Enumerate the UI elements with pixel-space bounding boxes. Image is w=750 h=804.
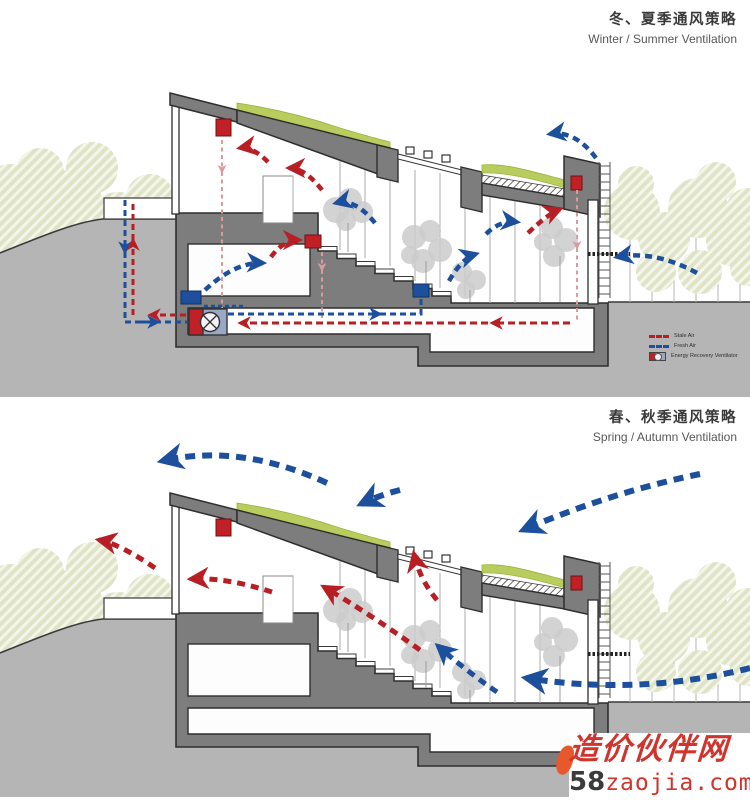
- stale-air-label: Stale Air: [674, 333, 695, 339]
- trees-outside-right: [604, 162, 750, 302]
- facade-ladder: [598, 562, 611, 698]
- roof-cantilever: [169, 92, 238, 123]
- title-zh-spring-autumn: 春、秋季通风策略: [609, 410, 737, 426]
- stale-air-arrows: [236, 135, 564, 259]
- stair-treads: [317, 239, 452, 299]
- roof-vent-box-right: [570, 175, 583, 191]
- underground-ducts: [118, 200, 570, 330]
- panel-winter-summer: [0, 92, 750, 397]
- cross-ventilation-fresh-arrows: [156, 442, 750, 695]
- title-en-winter-summer: Winter / Summer Ventilation: [588, 32, 737, 46]
- watermark-domain: 58zaojia.com: [569, 768, 750, 800]
- watermark: 造价伙伴网 58zaojia.com: [554, 732, 750, 802]
- legend-row-stale: Stale Air: [649, 331, 738, 341]
- trees-outside-right: [604, 562, 750, 702]
- building-section: [0, 92, 750, 397]
- left-wall: [171, 503, 180, 615]
- stair-supply-box: [412, 283, 430, 298]
- stair-treads: [317, 639, 452, 699]
- panel-spring-autumn: [0, 492, 750, 797]
- door-frame: [262, 575, 294, 624]
- door-frame: [262, 175, 294, 224]
- slab-exhaust-box: [304, 234, 322, 249]
- legend: Stale Air Fresh Air Energy Recovery Vent…: [649, 331, 738, 361]
- retaining-platform: [103, 197, 178, 220]
- retaining-platform: [103, 597, 178, 620]
- interior-fresh-arrows: [434, 643, 499, 695]
- ground-terrain: [0, 619, 750, 797]
- panel-title-spring-autumn: 春、秋季通风策略 Spring / Autumn Ventilation: [593, 406, 737, 444]
- title-zh-winter-summer: 冬、夏季通风策略: [609, 12, 737, 28]
- legend-row-erv: Energy Recovery Ventilator: [649, 351, 738, 361]
- room-basement: [187, 707, 595, 753]
- stale-air-swatch: [649, 334, 669, 338]
- fresh-air-swatch: [649, 344, 669, 348]
- supply-grille-box: [180, 290, 202, 305]
- spring-autumn-airflow: [94, 442, 750, 695]
- facade-ladder: [598, 162, 611, 298]
- legend-row-fresh: Fresh Air: [649, 341, 738, 351]
- watermark-domain-suffix: zaojia.com: [605, 770, 750, 796]
- fresh-air-arrows: [203, 121, 699, 292]
- roof-vent-box-right: [570, 575, 583, 591]
- watermark-site-name: 造价伙伴网: [567, 732, 731, 767]
- erv-label: Energy Recovery Ventilator: [671, 353, 738, 359]
- stale-exhaust-arrows: [94, 532, 439, 653]
- panel-title-winter-summer: 冬、夏季通风策略 Winter / Summer Ventilation: [588, 8, 737, 46]
- roof-cantilever: [169, 492, 238, 523]
- watermark-domain-prefix: 58: [569, 767, 606, 797]
- energy-recovery-ventilator: [188, 308, 228, 336]
- winter-summer-airflow: [118, 121, 699, 336]
- room-upper-left: [187, 643, 311, 697]
- roof-vent-box-left: [215, 118, 232, 137]
- title-en-spring-autumn: Spring / Autumn Ventilation: [592, 430, 737, 444]
- exhaust-duct-lines: [217, 140, 582, 320]
- fresh-air-label: Fresh Air: [674, 343, 697, 349]
- erv-icon: [649, 351, 666, 361]
- ground-terrain: [0, 219, 750, 397]
- roof-vent-box-left: [215, 518, 232, 537]
- building-section: [0, 492, 750, 797]
- left-wall: [171, 103, 180, 215]
